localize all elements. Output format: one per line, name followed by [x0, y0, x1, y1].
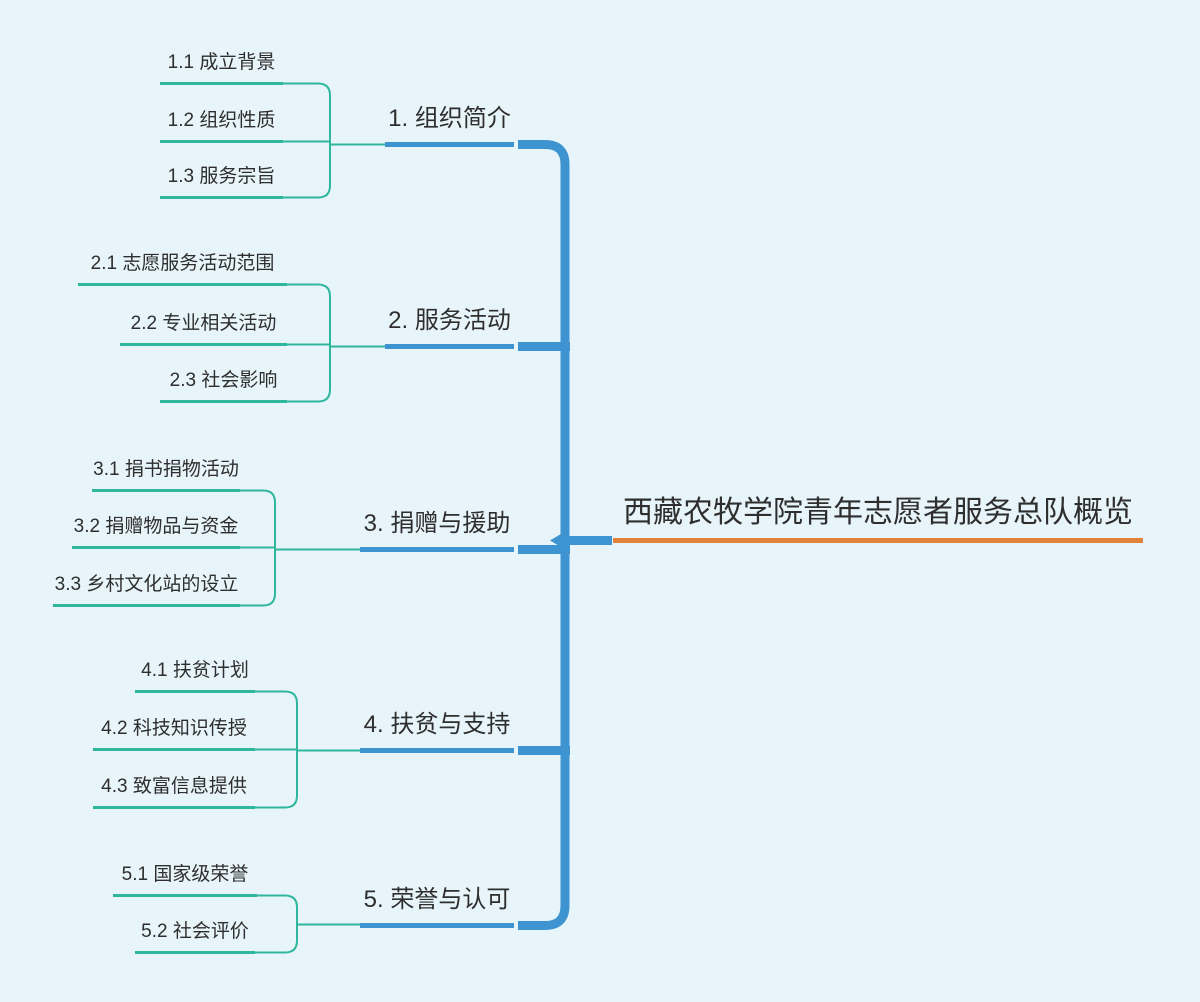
subtree-5-bracket — [255, 894, 298, 954]
child-node-4-3[interactable]: 4.3 致富信息提供 — [93, 775, 255, 809]
child-node-3-1[interactable]: 3.1 捐书捐物活动 — [92, 458, 240, 492]
child-node-4-1[interactable]: 4.1 扶贫计划 — [135, 659, 255, 693]
root-junction-point — [550, 531, 566, 550]
branch-node-3[interactable]: 3. 捐赠与援助 — [360, 509, 514, 552]
child-node-1-3[interactable]: 1.3 服务宗旨 — [160, 165, 283, 199]
child-node-2-1[interactable]: 2.1 志愿服务活动范围 — [78, 252, 287, 286]
branch-node-5[interactable]: 5. 荣誉与认可 — [360, 885, 514, 928]
branch-node-2[interactable]: 2. 服务活动 — [385, 306, 514, 349]
child-node-2-3[interactable]: 2.3 社会影响 — [160, 369, 287, 403]
subtree-2-bracket — [287, 283, 331, 403]
branch-node-1[interactable]: 1. 组织简介 — [385, 104, 514, 147]
child-node-1-2[interactable]: 1.2 组织性质 — [160, 109, 283, 143]
child-node-3-2[interactable]: 3.2 捐赠物品与资金 — [72, 515, 240, 549]
branch-node-4[interactable]: 4. 扶贫与支持 — [360, 710, 514, 753]
child-node-4-2[interactable]: 4.2 科技知识传授 — [93, 717, 255, 751]
child-node-3-3[interactable]: 3.3 乡村文化站的设立 — [53, 573, 240, 607]
child-node-5-1[interactable]: 5.1 国家级荣誉 — [113, 863, 257, 897]
root-node[interactable]: 西藏农牧学院青年志愿者服务总队概览 — [613, 494, 1143, 543]
child-node-1-1[interactable]: 1.1 成立背景 — [160, 51, 283, 85]
child-node-2-2[interactable]: 2.2 专业相关活动 — [120, 312, 287, 346]
spine-connector — [518, 140, 570, 930]
child-node-5-2[interactable]: 5.2 社会评价 — [135, 920, 255, 954]
